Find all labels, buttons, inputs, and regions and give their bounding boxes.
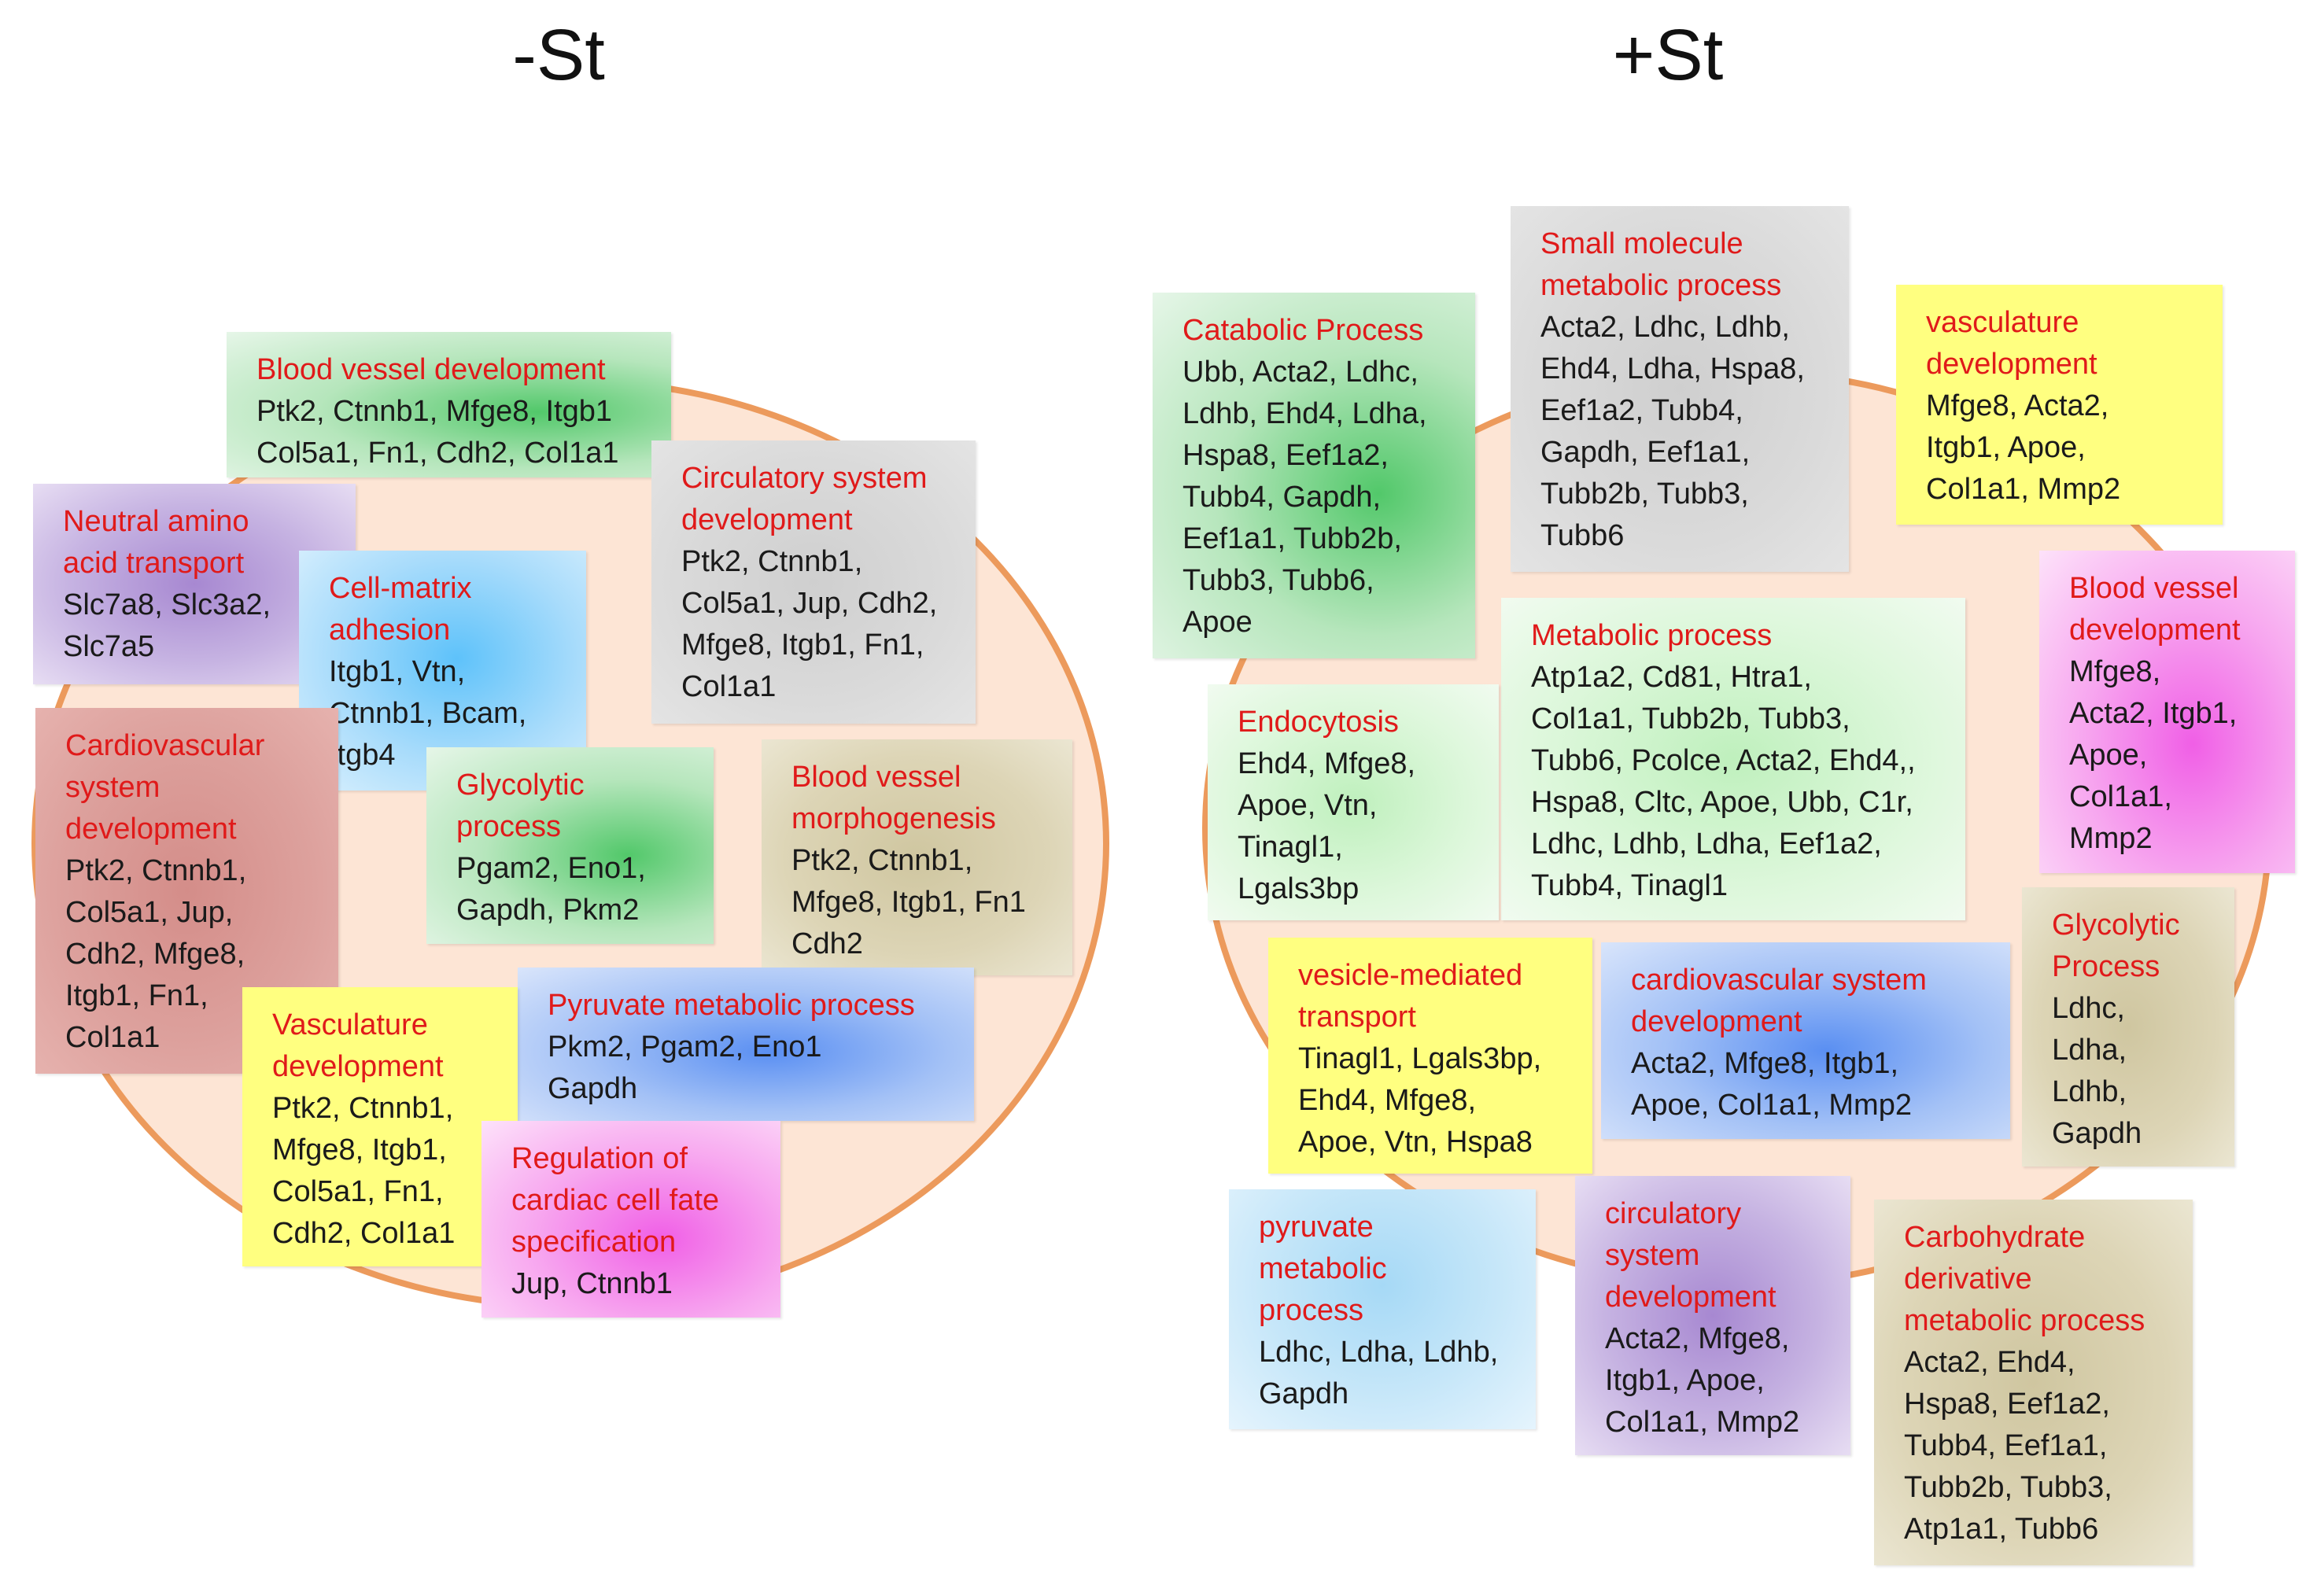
- box-genes: Tinagl1, Lgals3bp, Ehd4, Mfge8, Apoe, Vt…: [1298, 1042, 1542, 1159]
- box-title: Metabolic process: [1531, 619, 1773, 652]
- box-title: cardiovascular system development: [1631, 964, 1927, 1038]
- panel-title-plus-st: +St: [1612, 15, 1724, 95]
- box-title: Small molecule metabolic process: [1540, 227, 1782, 302]
- box-neutral-amino-acid-transport: Neutral amino acid transport Slc7a8, Slc…: [33, 484, 356, 684]
- box-pyruvate-metabolic-process: Pyruvate metabolic process Pkm2, Pgam2, …: [518, 968, 974, 1121]
- box-genes: Acta2, Mfge8, Itgb1, Apoe, Col1a1, Mmp2: [1605, 1322, 1800, 1439]
- box-title: Cardiovascular system development: [65, 729, 265, 846]
- box-pyruvate-metabolic-process-plus: pyruvate metabolic process Ldhc, Ldha, L…: [1229, 1189, 1536, 1429]
- box-vasculature-development: Vasculature development Ptk2, Ctnnb1, Mf…: [242, 987, 518, 1266]
- box-blood-vessel-development-plus: Blood vessel development Mfge8, Acta2, I…: [2039, 551, 2295, 873]
- box-genes: Ptk2, Ctnnb1, Mfge8, Itgb1, Fn1 Cdh2: [791, 844, 1026, 960]
- box-title: circulatory system development: [1605, 1197, 1776, 1314]
- box-genes: Mfge8, Acta2, Itgb1, Apoe, Col1a1, Mmp2: [2069, 655, 2238, 855]
- box-genes: Ldhc, Ldha, Ldhb, Gapdh: [1259, 1336, 1499, 1410]
- box-small-molecule-metabolic-process: Small molecule metabolic process Acta2, …: [1511, 206, 1849, 572]
- box-genes: Itgb1, Vtn, Ctnnb1, Bcam, Itgb4: [329, 655, 527, 772]
- box-blood-vessel-development: Blood vessel development Ptk2, Ctnnb1, M…: [227, 332, 671, 477]
- box-title: Neutral amino acid transport: [63, 505, 249, 580]
- box-title: vesicle-mediated transport: [1298, 959, 1523, 1034]
- box-glycolytic-process: Glycolytic process Pgam2, Eno1, Gapdh, P…: [426, 747, 714, 944]
- box-genes: Acta2, Ldhc, Ldhb, Ehd4, Ldha, Hspa8, Ee…: [1540, 311, 1805, 552]
- box-genes: Ptk2, Ctnnb1, Mfge8, Itgb1 Col5a1, Fn1, …: [256, 395, 619, 470]
- box-title: Glycolytic process: [456, 769, 585, 843]
- box-genes: Ptk2, Ctnnb1, Col5a1, Jup, Cdh2, Mfge8, …: [65, 854, 247, 1054]
- box-genes: Slc7a8, Slc3a2, Slc7a5: [63, 588, 271, 663]
- box-vesicle-mediated-transport: vesicle-mediated transport Tinagl1, Lgal…: [1268, 938, 1592, 1174]
- box-genes: Jup, Ctnnb1: [511, 1267, 673, 1300]
- box-genes: Pkm2, Pgam2, Eno1 Gapdh: [548, 1030, 822, 1105]
- box-blood-vessel-morphogenesis: Blood vessel morphogenesis Ptk2, Ctnnb1,…: [762, 739, 1072, 975]
- box-circulatory-system-development-plus: circulatory system development Acta2, Mf…: [1575, 1176, 1850, 1455]
- box-genes: Ubb, Acta2, Ldhc, Ldhb, Ehd4, Ldha, Hspa…: [1182, 356, 1427, 639]
- box-title: Regulation of cardiac cell fate specific…: [511, 1142, 720, 1259]
- box-genes: Acta2, Ehd4, Hspa8, Eef1a2, Tubb4, Eef1a…: [1904, 1346, 2112, 1546]
- box-genes: Acta2, Mfge8, Itgb1, Apoe, Col1a1, Mmp2: [1631, 1047, 1912, 1122]
- box-catabolic-process: Catabolic Process Ubb, Acta2, Ldhc, Ldhb…: [1153, 293, 1475, 658]
- box-genes: Ptk2, Ctnnb1, Mfge8, Itgb1, Col5a1, Fn1,…: [272, 1092, 456, 1250]
- box-endocytosis: Endocytosis Ehd4, Mfge8, Apoe, Vtn, Tina…: [1208, 684, 1499, 920]
- panel-title-minus-st: -St: [512, 15, 605, 95]
- box-title: vasculature development: [1926, 306, 2097, 381]
- box-title: Carbohydrate derivative metabolic proces…: [1904, 1221, 2145, 1337]
- box-title: Blood vessel development: [256, 353, 606, 386]
- box-title: Glycolytic Process: [2052, 909, 2180, 983]
- box-genes: Ldhc, Ldha, Ldhb, Gapdh: [2052, 992, 2142, 1150]
- box-genes: Pgam2, Eno1, Gapdh, Pkm2: [456, 852, 646, 927]
- box-genes: Ehd4, Mfge8, Apoe, Vtn, Tinagl1, Lgals3b…: [1238, 747, 1416, 905]
- box-cardiovascular-system-development-plus: cardiovascular system development Acta2,…: [1601, 942, 2010, 1139]
- box-vasculature-development-plus: vasculature development Mfge8, Acta2, It…: [1896, 285, 2223, 525]
- box-title: pyruvate metabolic process: [1259, 1211, 1387, 1327]
- box-title: Vasculature development: [272, 1008, 444, 1083]
- box-title: Catabolic Process: [1182, 314, 1424, 347]
- box-genes: Ptk2, Ctnnb1, Col5a1, Jup, Cdh2, Mfge8, …: [681, 545, 938, 703]
- box-title: Pyruvate metabolic process: [548, 989, 915, 1022]
- box-title: Blood vessel morphogenesis: [791, 761, 996, 835]
- box-title: Blood vessel development: [2069, 572, 2241, 647]
- box-glycolytic-process-plus: Glycolytic Process Ldhc, Ldha, Ldhb, Gap…: [2022, 887, 2234, 1167]
- box-genes: Mfge8, Acta2, Itgb1, Apoe, Col1a1, Mmp2: [1926, 389, 2121, 506]
- box-title: Endocytosis: [1238, 706, 1399, 739]
- box-title: Circulatory system development: [681, 462, 928, 536]
- box-cardiovascular-system-development: Cardiovascular system development Ptk2, …: [35, 708, 338, 1074]
- box-carbohydrate-derivative-metabolic-process: Carbohydrate derivative metabolic proces…: [1874, 1200, 2193, 1565]
- box-genes: Atp1a2, Cd81, Htra1, Col1a1, Tubb2b, Tub…: [1531, 661, 1916, 902]
- box-metabolic-process: Metabolic process Atp1a2, Cd81, Htra1, C…: [1501, 598, 1965, 920]
- box-title: Cell-matrix adhesion: [329, 572, 472, 647]
- box-regulation-cardiac-cell-fate: Regulation of cardiac cell fate specific…: [481, 1121, 780, 1318]
- box-circulatory-system-development: Circulatory system development Ptk2, Ctn…: [651, 440, 976, 724]
